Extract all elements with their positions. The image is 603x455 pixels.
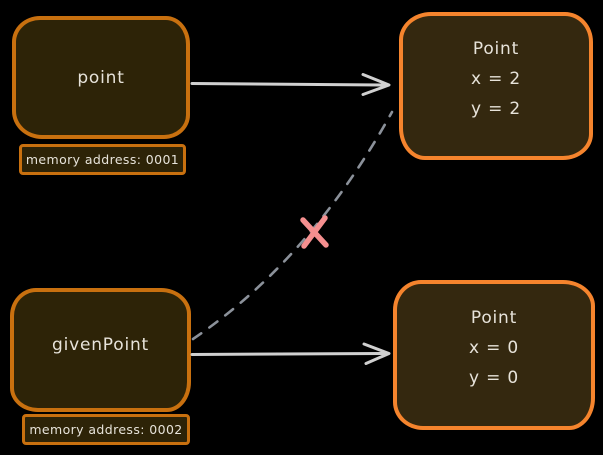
variable-label-givenpoint: givenPoint: [51, 335, 150, 355]
object-field-x: x = 0: [469, 338, 519, 358]
reference-arrow-givenpoint-icon: [190, 342, 391, 365]
memory-address-label: memory address: 0002: [29, 422, 183, 437]
variable-box-point: point: [12, 16, 190, 139]
memory-address-tag-0002: memory address: 0002: [22, 414, 190, 445]
memory-address-label: memory address: 0001: [25, 152, 180, 167]
object-title: Point: [470, 308, 518, 328]
memory-address-tag-0001: memory address: 0001: [19, 144, 186, 175]
object-title: Point: [472, 39, 520, 59]
x-mark-icon: [300, 215, 329, 249]
object-box-point-2-2: Point x = 2 y = 2: [399, 12, 593, 160]
variable-box-givenpoint: givenPoint: [10, 288, 191, 412]
dashed-old-reference-line-icon: [191, 110, 394, 341]
object-field-y: y = 2: [471, 99, 521, 119]
object-box-point-0-0: Point x = 0 y = 0: [393, 280, 595, 430]
reference-arrow-point-icon: [190, 73, 391, 96]
object-field-y: y = 0: [469, 368, 519, 388]
object-field-x: x = 2: [471, 69, 521, 89]
variable-label-point: point: [77, 67, 125, 88]
